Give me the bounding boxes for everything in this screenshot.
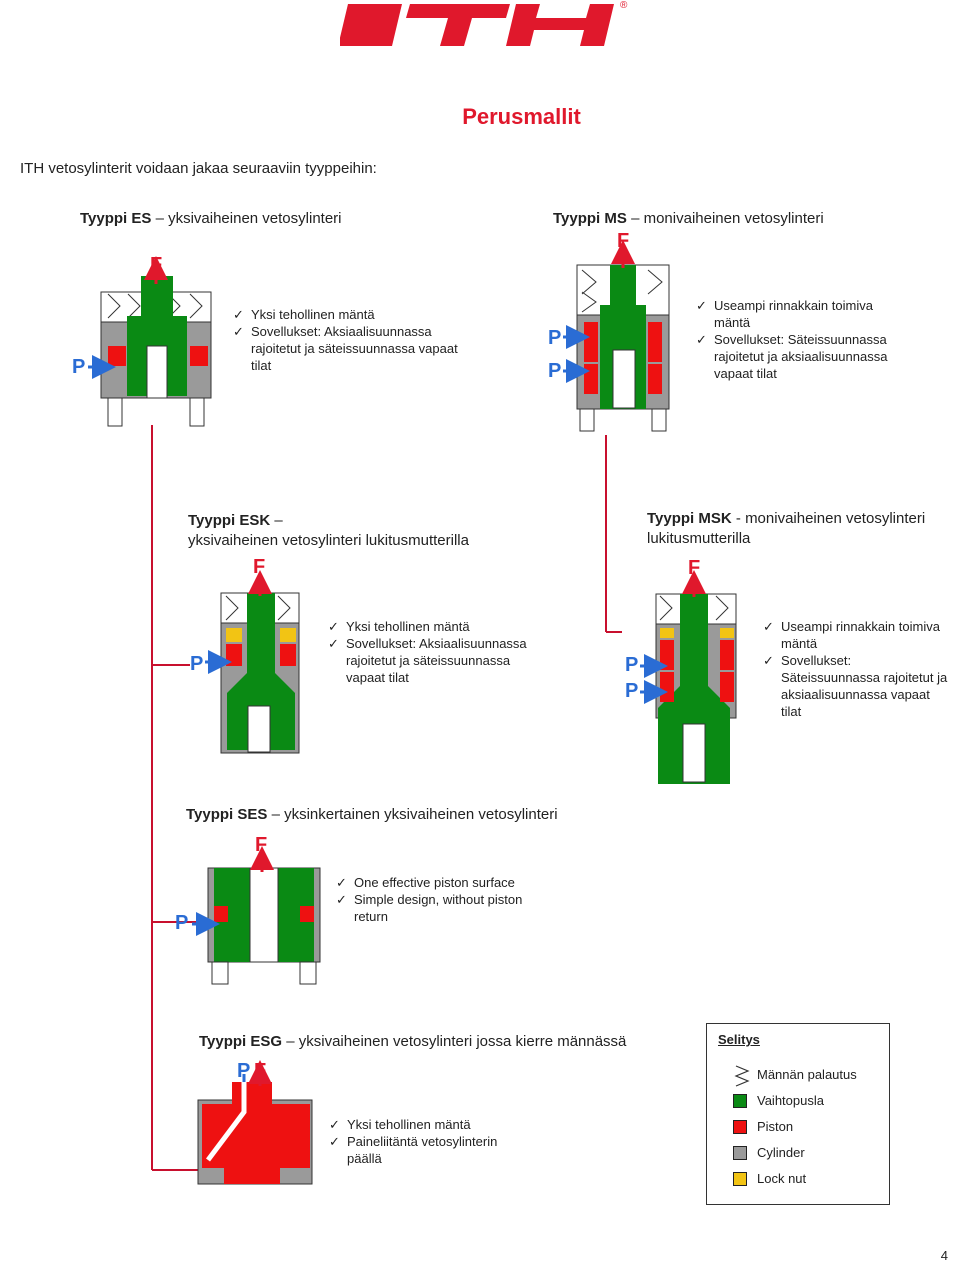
heading-esg-label: Tyyppi ESG xyxy=(199,1033,283,1050)
legend-swatch-yellow xyxy=(733,1171,747,1186)
heading-es-label: Tyyppi ES xyxy=(80,210,152,227)
legend-item-locknut: Lock nut xyxy=(733,1171,806,1186)
bullets-ms: Useampi rinnakkain toimiva mäntä Sovellu… xyxy=(696,297,896,382)
legend-item-green-label: Vaihtopusla xyxy=(757,1093,824,1108)
bullet-ms-1: Useampi rinnakkain toimiva mäntä xyxy=(696,297,896,331)
heading-ms: Tyyppi MS – monivaiheinen vetosylinteri xyxy=(553,210,824,227)
bullet-ms-2: Sovellukset: Säteissuunnassa rajoitetut … xyxy=(696,331,896,382)
bullet-msk-2: Sovellukset: Säteissuunnassa rajoitetut … xyxy=(763,652,953,720)
legend-item-piston: Piston xyxy=(733,1119,793,1134)
bullets-ses: One effective piston surface Simple desi… xyxy=(336,874,536,925)
heading-es: Tyyppi ES – yksivaiheinen vetosylinteri xyxy=(80,210,342,227)
label-force-es: F xyxy=(150,254,163,276)
legend-title: Selitys xyxy=(718,1032,760,1047)
legend-item-piston-label: Piston xyxy=(757,1119,794,1134)
heading-ses: Tyyppi SES – yksinkertainen yksivaiheine… xyxy=(186,806,558,823)
bullet-esg-2: Paineliitäntä vetosylinterin päällä xyxy=(329,1133,529,1167)
bullet-esk-2: Sovellukset: Aksiaalisuunnassa rajoitetu… xyxy=(328,635,543,686)
ith-logo xyxy=(338,0,632,50)
heading-esk-desc: – xyxy=(270,512,283,529)
heading-esk-label: Tyyppi ESK xyxy=(188,512,271,529)
bullet-ses-1: One effective piston surface xyxy=(336,874,536,891)
legend-item-cylinder: Cylinder xyxy=(733,1145,805,1160)
spring-icon xyxy=(734,1065,750,1087)
heading-es-desc: – yksivaiheinen vetosylinteri xyxy=(151,210,342,227)
intro-text: ITH vetosylinterit voidaan jakaa seuraav… xyxy=(20,160,377,177)
legend-item-green: Vaihtopusla xyxy=(733,1093,824,1108)
label-force-ms: F xyxy=(617,230,630,252)
bullet-ses-2: Simple design, without piston return xyxy=(336,891,536,925)
legend-item-spring-label: Männän palautus xyxy=(757,1067,857,1082)
legend-box xyxy=(706,1023,890,1205)
bullet-msk-1: Useampi rinnakkain toimiva mäntä xyxy=(763,618,953,652)
heading-esg-desc: – yksivaiheinen vetosylinteri jossa kier… xyxy=(282,1033,627,1050)
bullets-es: Yksi tehollinen mäntä Sovellukset: Aksia… xyxy=(233,306,458,374)
label-force-esk: F xyxy=(253,556,266,578)
bullets-esg: Yksi tehollinen mäntä Paineliitäntä veto… xyxy=(329,1116,529,1167)
diagram-esk xyxy=(205,570,300,754)
label-pressure-ms-2: P xyxy=(548,360,562,382)
label-pressure-msk-1: P xyxy=(625,654,639,676)
label-pressure-ses: P xyxy=(175,912,189,934)
legend-item-cylinder-label: Cylinder xyxy=(757,1145,805,1160)
heading-msk-label: Tyyppi MSK xyxy=(647,510,732,527)
heading-esk: Tyyppi ESK – yksivaiheinen vetosylinteri … xyxy=(188,511,469,551)
heading-ses-desc: – yksinkertainen yksivaiheinen vetosylin… xyxy=(267,806,558,823)
heading-ms-desc: – monivaiheinen vetosylinteri xyxy=(626,210,824,227)
bullet-esk-1: Yksi tehollinen mäntä xyxy=(328,618,543,635)
bullet-es-1: Yksi tehollinen mäntä xyxy=(233,306,458,323)
bullets-esk: Yksi tehollinen mäntä Sovellukset: Aksia… xyxy=(328,618,543,686)
label-force-esg: F xyxy=(254,1060,267,1082)
label-pressure-ms-1: P xyxy=(548,327,562,349)
label-pressure-esk: P xyxy=(190,653,204,675)
legend-item-locknut-label: Lock nut xyxy=(757,1171,807,1186)
heading-ses-label: Tyyppi SES xyxy=(186,806,268,823)
legend-item-spring: Männän palautus xyxy=(757,1067,857,1082)
bullet-es-2: Sovellukset: Aksiaalisuunnassa rajoitetu… xyxy=(233,323,458,374)
heading-msk-desc2: lukitusmutterilla xyxy=(647,530,751,547)
heading-ms-label: Tyyppi MS xyxy=(553,210,627,227)
legend-swatch-gray xyxy=(733,1145,747,1160)
label-pressure-msk-2: P xyxy=(625,680,639,702)
heading-esg: Tyyppi ESG – yksivaiheinen vetosylinteri… xyxy=(199,1033,626,1050)
legend-swatch-green xyxy=(733,1093,747,1108)
heading-msk-desc: - monivaiheinen vetosylinteri xyxy=(731,510,926,527)
ith-logo-graphic xyxy=(338,1,632,46)
page-number: 4 xyxy=(940,1248,948,1263)
label-force-ses: F xyxy=(255,834,268,856)
bullets-msk: Useampi rinnakkain toimiva mäntä Sovellu… xyxy=(763,618,953,720)
diagram-ms xyxy=(563,240,670,432)
label-force-msk: F xyxy=(688,557,701,579)
heading-esk-desc2: yksivaiheinen vetosylinteri lukitusmutte… xyxy=(188,532,469,549)
label-pressure-esg: P xyxy=(237,1060,251,1082)
legend-swatch-red xyxy=(733,1119,747,1134)
diagram-msk xyxy=(640,570,737,784)
diagram-es xyxy=(88,256,212,427)
bullet-esg-1: Yksi tehollinen mäntä xyxy=(329,1116,529,1133)
connector-lines xyxy=(151,425,622,1171)
label-pressure-es: P xyxy=(72,356,86,378)
diagram-esg xyxy=(197,1060,313,1185)
diagram-ses xyxy=(192,846,321,985)
heading-msk: Tyyppi MSK - monivaiheinen vetosylinteri… xyxy=(647,509,925,549)
page-title: Perusmallit xyxy=(462,104,581,129)
registered-mark: ® xyxy=(620,0,628,11)
